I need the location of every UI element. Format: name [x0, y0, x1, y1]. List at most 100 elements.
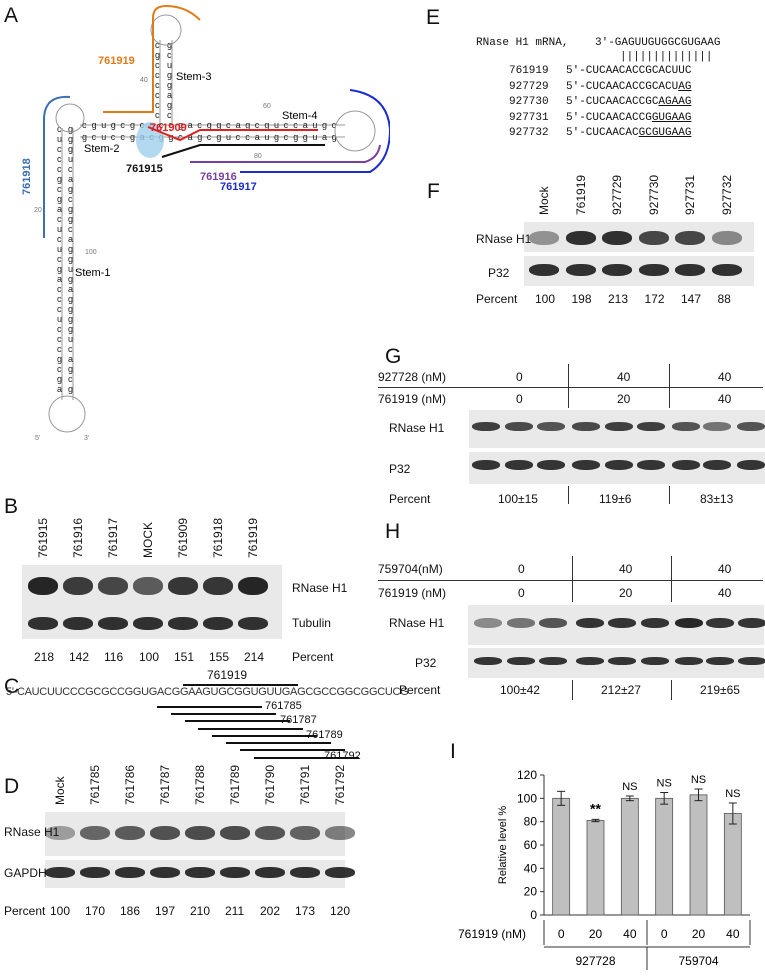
nucleotide: g — [57, 354, 62, 364]
bar — [620, 797, 639, 916]
band — [472, 422, 500, 431]
bottom-loop — [48, 395, 86, 433]
condition-value: 20 — [619, 586, 633, 600]
band — [115, 867, 145, 878]
band — [565, 231, 596, 245]
panel-h-sep-1 — [572, 556, 573, 602]
y-tick-label: 60 — [524, 838, 538, 852]
panel-h-row-label-2: P32 — [415, 656, 437, 670]
lane-label: 927732 — [719, 174, 734, 215]
stem-1-backbone — [61, 128, 74, 400]
band — [737, 460, 765, 470]
significance-label: NS — [622, 781, 637, 793]
nucleotide: u — [57, 314, 62, 324]
nucleotide: a — [322, 132, 327, 142]
band — [133, 577, 163, 595]
nucleotide: g — [264, 120, 269, 130]
c-oligo-line — [226, 742, 331, 744]
oligo-label-761916: 761916 — [200, 171, 237, 183]
band — [80, 867, 110, 878]
c-oligo-line — [198, 728, 303, 730]
band — [539, 657, 567, 665]
nucleotide: c — [155, 40, 160, 50]
nucleotide: c — [167, 110, 172, 120]
nucleotide: g — [197, 132, 202, 142]
nucleotide: g — [68, 244, 73, 254]
stem-label-1: Stem-1 — [75, 267, 110, 279]
nucleotide: g — [68, 204, 73, 214]
lane-label: 761919 — [246, 517, 260, 558]
band — [63, 577, 93, 595]
nucleotide: c — [68, 164, 73, 174]
band — [185, 867, 215, 878]
oligo-label-761915: 761915 — [126, 163, 163, 175]
percent-value: 218 — [34, 650, 55, 664]
lane-label: 761790 — [263, 764, 277, 805]
panel-h-cond1-label: 759704(nM) — [378, 562, 443, 576]
nucleotide: c — [120, 132, 125, 142]
oligo-label-761919: 761919 — [98, 55, 135, 67]
nucleotide: u — [68, 264, 73, 274]
band — [602, 264, 632, 276]
nucleotide: c — [197, 120, 202, 130]
panel-c-letter: C — [4, 675, 20, 698]
band — [641, 618, 669, 628]
panel-e-mrna-label: RNase H1 mRNA, — [476, 37, 569, 49]
nucleotide: c — [255, 120, 260, 130]
nucleotide: g — [178, 120, 183, 130]
percent-value: 197 — [155, 904, 176, 918]
nucleotide: c — [92, 132, 97, 142]
panel-c-top-oligo-label: 761919 — [207, 668, 248, 682]
oligo-sequence: 5'-CUCAACACCGCACUAG — [566, 81, 691, 93]
sequence-mismatch: GCGUGAAG — [638, 127, 692, 139]
nucleotide: a — [57, 204, 62, 214]
nucleotide: g — [57, 264, 62, 274]
panel-h-letter: H — [385, 520, 401, 543]
band — [474, 618, 502, 628]
percent-value: 219±65 — [700, 683, 740, 697]
band — [641, 657, 669, 665]
nucleotide: u — [312, 132, 317, 142]
nt-number-100: 100 — [85, 249, 97, 256]
condition-value: 0 — [516, 370, 523, 384]
panel-f-row-label-1: RNase H1 — [476, 232, 532, 246]
nucleotide: g — [68, 254, 73, 264]
panel-e-letter: E — [426, 6, 441, 29]
nucleotide: c — [332, 120, 337, 130]
condition-value: 0 — [516, 392, 523, 406]
panel-h-divider — [378, 580, 763, 581]
nucleotide: g — [68, 384, 73, 394]
nucleotide: c — [57, 304, 62, 314]
nucleotide: c — [226, 120, 231, 130]
x-axis-label: 761919 (nM) — [458, 927, 526, 941]
band — [572, 422, 600, 431]
lane-label: 927730 — [646, 174, 661, 215]
band — [675, 657, 703, 665]
nucleotide: c — [155, 90, 160, 100]
bar — [552, 797, 571, 916]
nucleotide: a — [255, 132, 260, 142]
band — [706, 618, 734, 628]
significance-label: NS — [657, 778, 672, 790]
panel-h-row-label-1: RNase H1 — [389, 616, 445, 630]
panel-h-cond2-label: 761919 (nM) — [378, 586, 447, 600]
band — [608, 657, 636, 665]
nucleotide: g — [57, 194, 62, 204]
nucleotide: g — [167, 70, 172, 80]
nucleotide: a — [188, 132, 193, 142]
percent-value: 88 — [717, 292, 731, 306]
nucleotide: g — [68, 124, 73, 134]
condition-value: 0 — [518, 562, 525, 576]
nucleotide: g — [274, 132, 279, 142]
five-prime-end: 5' — [35, 435, 40, 442]
panel-g-row-label-2: P32 — [389, 462, 411, 476]
nucleotide: c — [57, 254, 62, 264]
panel-f-letter: F — [427, 180, 440, 203]
band — [711, 231, 742, 245]
condition-value: 40 — [718, 562, 732, 576]
nucleotide: u — [101, 132, 106, 142]
band — [325, 867, 355, 878]
nucleotide: u — [68, 154, 73, 164]
nucleotide: g — [68, 324, 73, 334]
